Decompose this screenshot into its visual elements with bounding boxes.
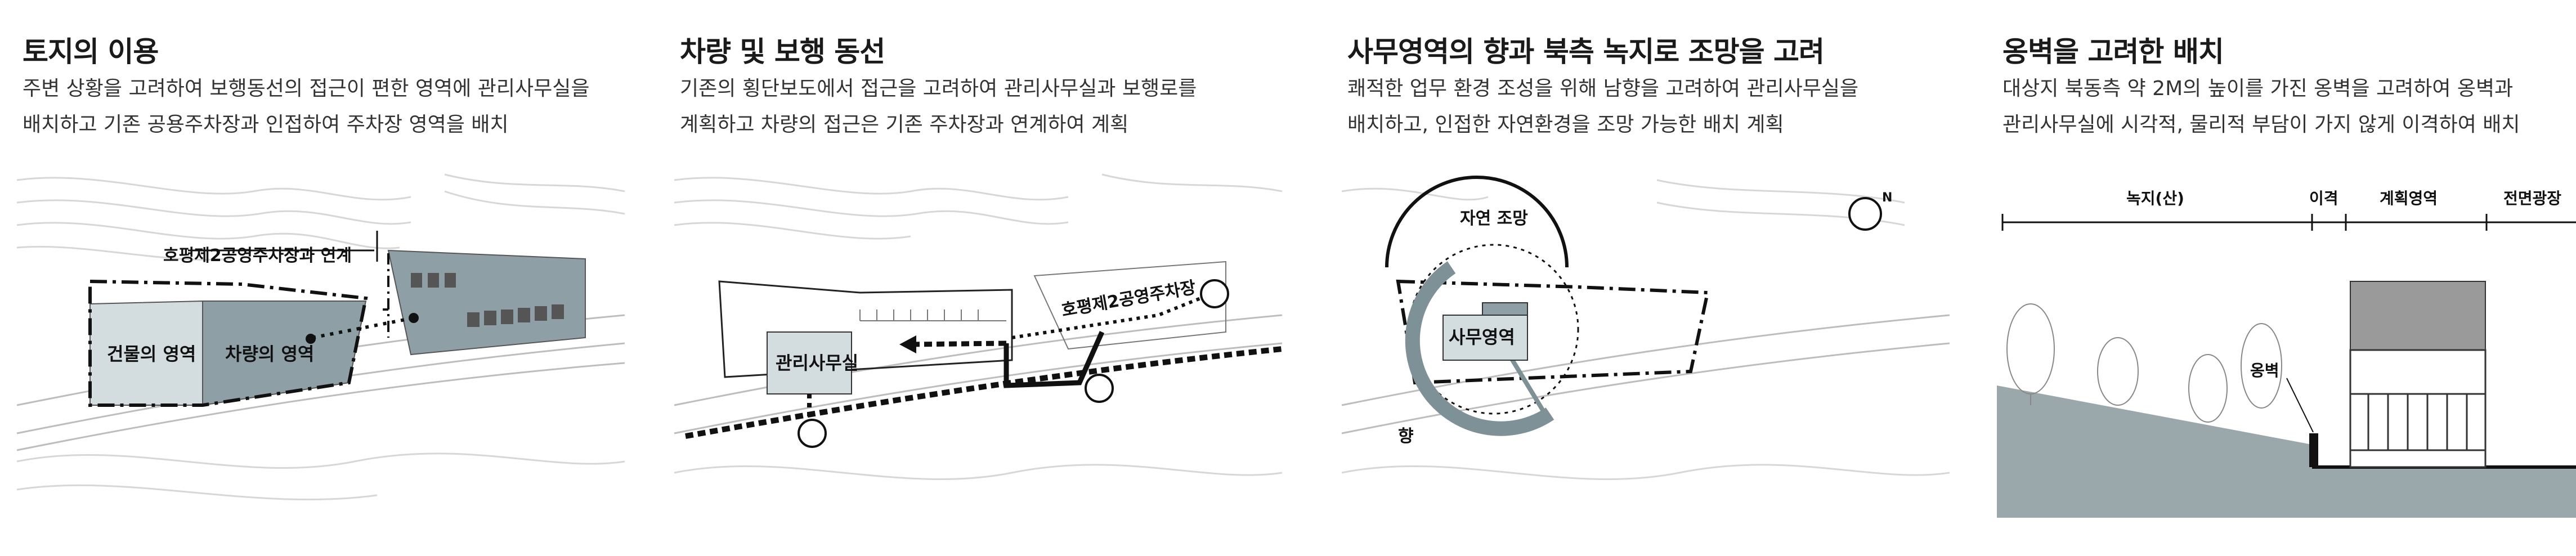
building-zone-label: 건물의 영역 [107, 343, 196, 365]
panel-description: 주변 상황을 고려하여 보행동선의 접근이 편한 영역에 관리사무실을 배치하고… [23, 71, 589, 143]
ground-section [1997, 385, 2576, 518]
description-line: 배치하고 기존 공용주차장과 인접하여 주차장 영역을 배치 [23, 113, 509, 136]
road [674, 314, 1283, 434]
wall-label: 옹벽 [2250, 361, 2279, 380]
section-diagram: 녹지(산) 이격 계획영역 전면광장 옹벽 [1997, 189, 2576, 518]
site-boundary [1396, 279, 1710, 385]
description-line: 기존의 횡단보도에서 접근을 고려하여 관리사무실과 보행로를 [680, 77, 1197, 100]
parking-label: 호평제2공영주차장 [1060, 277, 1197, 321]
view-circle [1408, 244, 1579, 415]
panel-title: 토지의 이용 [23, 35, 159, 68]
office-block [1442, 315, 1528, 361]
building-section [2349, 349, 2487, 468]
contour-lines [674, 173, 1283, 481]
pedestrian-icon [798, 419, 827, 448]
tree-icons [2006, 303, 2282, 423]
office-label: 관리사무실 [776, 352, 858, 374]
car-icon [1085, 374, 1114, 403]
panel-orientation-view: 사무영역의 향과 북측 녹지로 조망을 고려 쾌적한 업무 환경 조성을 위해 … [1341, 0, 1950, 556]
site-boundary [88, 279, 368, 407]
green-label: 녹지(산) [2126, 189, 2184, 208]
pedestrian-icon [1200, 279, 1229, 308]
panel-title: 옹벽을 고려한 배치 [2002, 35, 2224, 68]
panel-title: 차량 및 보행 동선 [680, 35, 885, 68]
plaza-label: 전면광장 [2503, 189, 2561, 208]
panel-land-use: 토지의 이용 주변 상황을 고려하여 보행동선의 접근이 편한 영역에 관리사무… [16, 0, 625, 556]
description-line: 배치하고, 인접한 자연환경을 조망 가능한 배치 계획 [1347, 113, 1784, 136]
land-use-diagram: 호평제2공영주차장과 연계 건물의 영역 차량의 영역 [16, 173, 625, 501]
description-line: 계획하고 차량의 접근은 기존 주차장과 연계하여 계획 [680, 113, 1129, 136]
dimension-line [2001, 214, 2576, 231]
panel-retaining-wall: 옹벽을 고려한 배치 대상지 북동측 약 2M의 높이를 가진 옹벽을 고려하여… [1997, 0, 2576, 556]
description-line: 주변 상황을 고려하여 보행동선의 접근이 편한 영역에 관리사무실을 [23, 77, 590, 100]
orientation-arc [1405, 261, 1554, 436]
gap-label: 이격 [2309, 189, 2338, 208]
building-windows [2350, 393, 2485, 451]
view-arc [1385, 176, 1569, 268]
plan-label: 계획영역 [2380, 189, 2438, 208]
parking-stalls [859, 310, 1006, 321]
contour-lines [16, 173, 625, 501]
office-block [767, 331, 852, 394]
panel-description: 대상지 북동측 약 2M의 높이를 가진 옹벽을 고려하여 옹벽과 관리사무실에… [2002, 71, 2520, 143]
office-zone-label: 사무영역 [1449, 326, 1515, 348]
panel-circulation: 차량 및 보행 동선 기존의 횡단보도에서 접근을 고려하여 관리사무실과 보행… [674, 0, 1283, 556]
building-roof [2350, 281, 2486, 351]
description-line: 대상지 북동측 약 2M의 높이를 가진 옹벽을 고려하여 옹벽과 [2002, 77, 2514, 100]
road [1341, 314, 1950, 434]
north-label: N [1882, 191, 1892, 205]
view-label: 자연 조망 [1460, 209, 1528, 228]
orientation-label: 향 [1398, 427, 1414, 446]
vehicle-zone-label: 차량의 영역 [225, 343, 314, 365]
existing-parking [387, 249, 586, 356]
panel-description: 쾌적한 업무 환경 조성을 위해 남향을 고려하여 관리사무실을 배치하고, 인… [1347, 71, 1858, 143]
description-line: 쾌적한 업무 환경 조성을 위해 남향을 고려하여 관리사무실을 [1347, 77, 1859, 100]
parking-stalls [411, 273, 564, 327]
circulation-diagram: 관리사무실 호평제2공영주차장 [674, 173, 1283, 481]
description-line: 관리사무실에 시각적, 물리적 부담이 가지 않게 이격하여 배치 [2002, 113, 2520, 136]
panel-title: 사무영역의 향과 북측 녹지로 조망을 고려 [1347, 35, 1825, 68]
north-arrow-icon [1848, 197, 1882, 231]
panel-description: 기존의 횡단보도에서 접근을 고려하여 관리사무실과 보행로를 계획하고 차량의… [680, 71, 1197, 143]
retaining-wall [2309, 433, 2318, 467]
orientation-diagram: N 자연 조망 사무영역 향 [1341, 176, 1950, 481]
link-label: 호평제2공영주차장과 연계 [163, 246, 352, 266]
site-outline [718, 280, 1013, 378]
